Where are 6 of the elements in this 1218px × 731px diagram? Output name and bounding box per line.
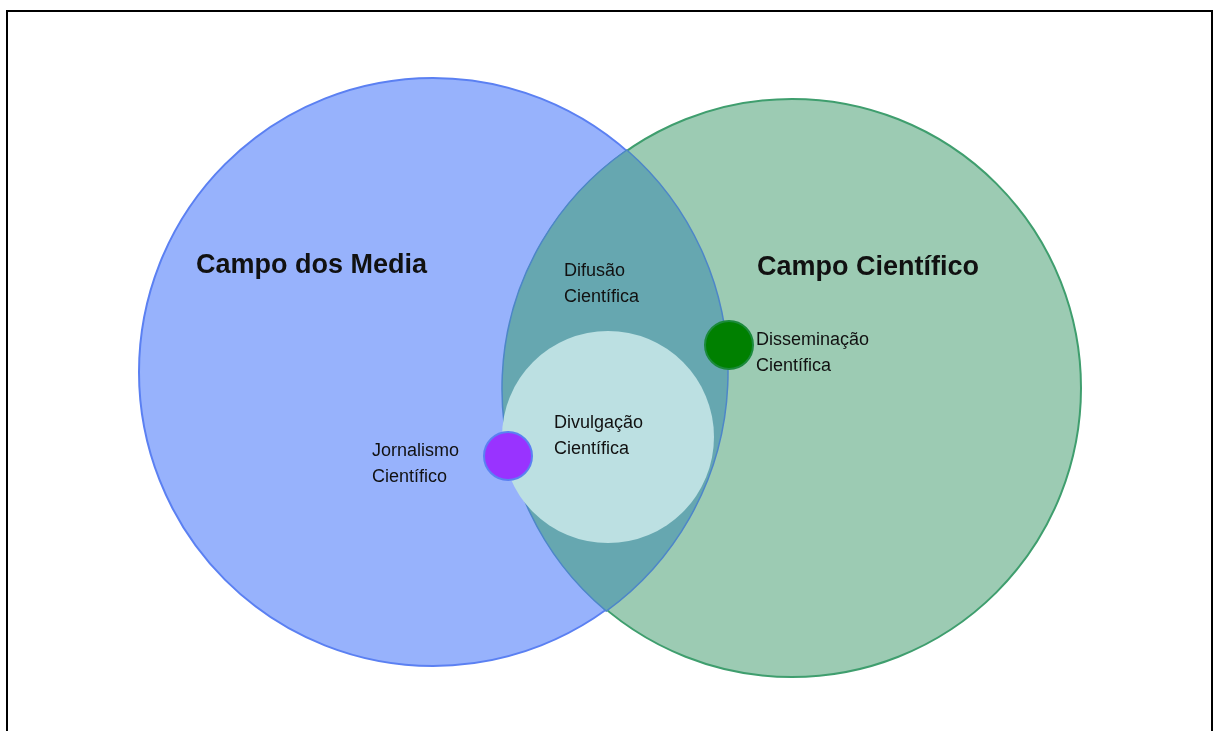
set-title: Campo dos Media: [196, 248, 428, 281]
marker-label: Disseminação Científica: [756, 328, 871, 378]
region-label: Difusão Científica: [564, 259, 641, 309]
set-title: Campo Científico: [757, 250, 979, 283]
region-label: Divulgação Científica: [554, 411, 645, 461]
marker-label: Jornalismo Científico: [372, 439, 461, 489]
